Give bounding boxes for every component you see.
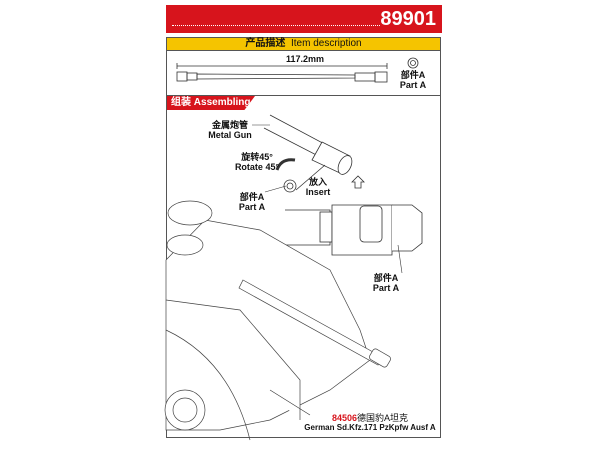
part-a2-cn: 部件A — [373, 273, 399, 283]
kit-name-en: German Sd.Kfz.171 PzKpfw Ausf A — [304, 423, 436, 432]
rotate-label: 旋转45° Rotate 45° — [232, 152, 282, 172]
item-part-cn: 部件A — [400, 70, 426, 80]
description-cn: 产品描述 — [245, 38, 286, 49]
rotate-cn: 旋转45° — [241, 152, 273, 162]
header-dotted-line — [172, 25, 380, 26]
insert-cn: 放入 — [308, 177, 327, 187]
metal-gun-label: 金属炮管 Metal Gun — [205, 120, 255, 140]
part-a-en: Part A — [238, 202, 266, 212]
insert-label: 放入 Insert — [303, 177, 333, 197]
kit-name-cn: 德国豹A坦克 — [357, 413, 409, 423]
leader-lines — [252, 124, 403, 416]
part-a-label: 部件A Part A — [234, 192, 270, 212]
tank-drawing — [164, 200, 391, 441]
assembling-en: Assembling — [193, 97, 251, 108]
insert-en: Insert — [305, 187, 331, 197]
muzzle-detail-drawing — [285, 204, 423, 256]
description-en: Item description — [290, 38, 362, 49]
gun-muzzle-drawing — [263, 114, 365, 193]
part-a-detail-label: 部件A Part A — [368, 273, 404, 293]
barrel-item-drawing — [176, 57, 419, 83]
item-part-en: Part A — [399, 80, 427, 90]
length-dimension: 117.2mm — [285, 54, 325, 64]
sheet-frame — [166, 37, 441, 438]
metal-gun-cn: 金属炮管 — [211, 120, 248, 130]
item-description-bar: 产品描述 Item description — [167, 38, 440, 51]
part-a2-en: Part A — [372, 283, 400, 293]
item-part-label: 部件A Part A — [396, 70, 430, 90]
part-a-cn: 部件A — [239, 192, 265, 202]
assembling-cn: 组装 — [171, 97, 191, 108]
assembling-tag: 组装 Assembling — [167, 96, 255, 110]
item-description-box — [167, 51, 440, 96]
metal-gun-en: Metal Gun — [208, 130, 252, 140]
kit-number: 84506 — [331, 413, 357, 423]
rotate-en: Rotate 45° — [234, 162, 280, 172]
product-code: 89901 — [380, 8, 436, 30]
kit-reference: 84506德国豹A坦克 German Sd.Kfz.171 PzKpfw Aus… — [300, 413, 440, 433]
header-bar: 89901 — [166, 5, 442, 33]
